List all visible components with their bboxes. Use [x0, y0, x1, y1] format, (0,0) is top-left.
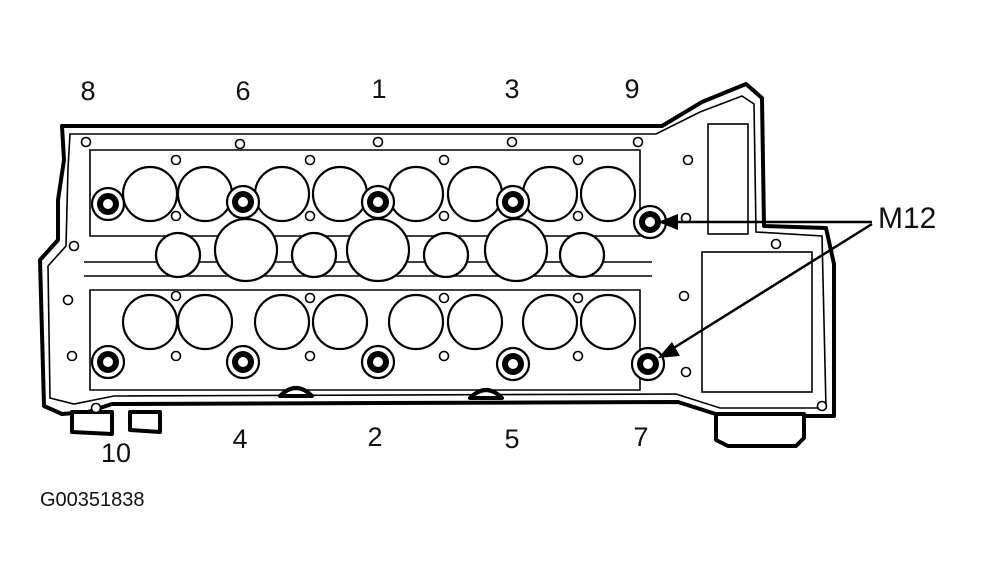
figure-code: G00351838 [40, 489, 145, 511]
small-hole [682, 154, 694, 166]
bolt-number-5: 5 [504, 424, 519, 454]
small-hole [304, 350, 316, 362]
small-hole [80, 136, 92, 148]
leader-line-lower [663, 222, 873, 356]
small-hole [678, 290, 690, 302]
bolt-center [645, 217, 655, 227]
head-bolts [90, 184, 668, 382]
bolt-center [373, 197, 383, 207]
small-hole [438, 210, 450, 222]
small-hole [572, 292, 584, 304]
small-hole [170, 290, 182, 302]
small-hole [572, 210, 584, 222]
small-hole [572, 154, 584, 166]
bolt-center [508, 197, 518, 207]
arrowhead-upper [658, 214, 678, 230]
small-hole [66, 350, 78, 362]
m12-label: M12 [878, 202, 936, 235]
bolt-center [373, 357, 383, 367]
bore [213, 217, 279, 283]
bore [290, 231, 338, 279]
bore [483, 217, 549, 283]
small-hole [816, 400, 828, 412]
bolt-head [360, 344, 396, 380]
valve-port [579, 293, 637, 351]
bolt-head [495, 346, 531, 382]
m12-callout: M12 [658, 202, 936, 358]
small-holes [62, 136, 828, 414]
small-hole [304, 154, 316, 166]
small-hole [234, 138, 246, 150]
small-hole [372, 136, 384, 148]
valve-port [446, 165, 504, 223]
bolt-number-10: 10 [101, 438, 131, 468]
valve-port [387, 165, 445, 223]
small-hole [304, 292, 316, 304]
mounting-feet [70, 386, 806, 448]
small-hole [304, 210, 316, 222]
bolt-head [90, 344, 126, 380]
bolt-head [360, 184, 396, 220]
small-hole [68, 240, 80, 252]
bolt-number-8: 8 [80, 76, 95, 106]
bolt-center [643, 359, 653, 369]
bolt-number-9: 9 [624, 74, 639, 104]
valve-port [579, 165, 637, 223]
small-hole [632, 136, 644, 148]
bolt-number-3: 3 [504, 74, 519, 104]
small-hole [438, 154, 450, 166]
small-hole [90, 402, 102, 414]
valve-port [176, 165, 234, 223]
bolt-number-2: 2 [367, 422, 382, 452]
valve-port [387, 293, 445, 351]
bore [154, 231, 202, 279]
bolt-center [103, 357, 113, 367]
bolt-number-1: 1 [371, 74, 386, 104]
valve-port [253, 293, 311, 351]
small-hole [506, 136, 518, 148]
bore [345, 217, 411, 283]
small-hole [170, 154, 182, 166]
bolt-center [103, 199, 113, 209]
bolt-head [90, 186, 126, 222]
bore [422, 231, 470, 279]
valve-port [176, 293, 234, 351]
bolt-head [225, 344, 261, 380]
bolt-head [225, 184, 261, 220]
small-hole [438, 292, 450, 304]
valve-ports [121, 165, 637, 351]
small-hole [438, 350, 450, 362]
bore [558, 231, 606, 279]
bolt-number-4: 4 [232, 424, 247, 454]
valve-port [121, 165, 179, 223]
valve-port [521, 293, 579, 351]
bolt-head [630, 346, 666, 382]
small-hole [62, 294, 74, 306]
small-hole [770, 238, 782, 250]
arrowhead-lower [658, 342, 680, 358]
bolt-center [238, 357, 248, 367]
bolt-number-6: 6 [235, 76, 250, 106]
valve-port [311, 165, 369, 223]
bolt-center [508, 359, 518, 369]
small-hole [572, 350, 584, 362]
small-hole [170, 350, 182, 362]
valve-port [253, 165, 311, 223]
small-hole [170, 210, 182, 222]
valve-port [521, 165, 579, 223]
small-hole [680, 366, 692, 378]
valve-port [311, 293, 369, 351]
bolt-number-7: 7 [633, 422, 648, 452]
valve-port [121, 293, 179, 351]
bolt-center [238, 197, 248, 207]
valve-port [446, 293, 504, 351]
bolt-head [495, 184, 531, 220]
